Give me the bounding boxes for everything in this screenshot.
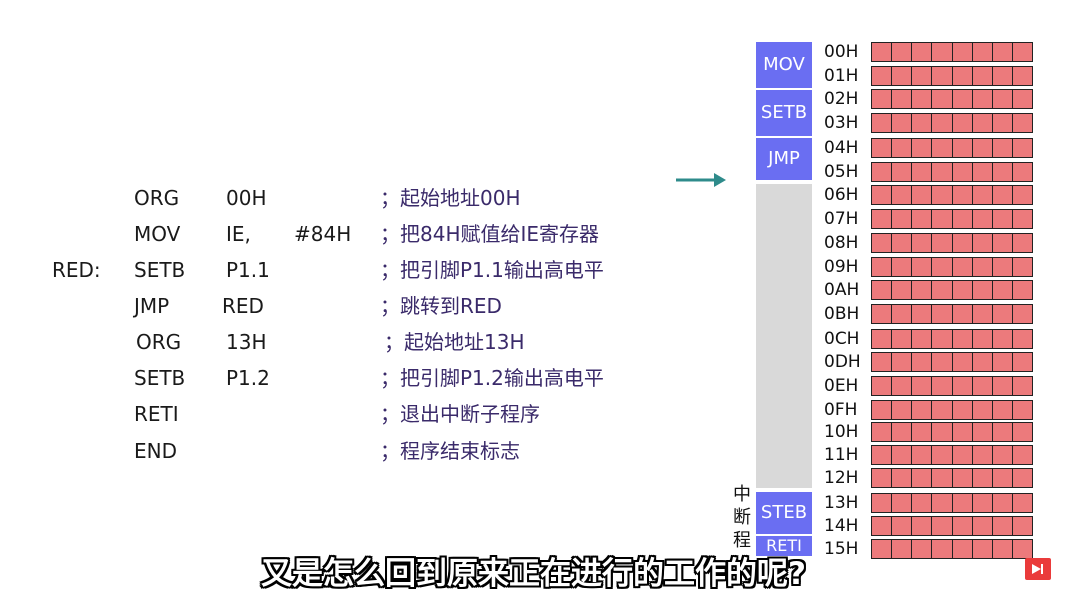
code-line: END ；程序结束标志	[0, 433, 680, 469]
memory-row	[871, 352, 1033, 372]
address-label: 04H	[824, 138, 859, 158]
code-comment: ；把引脚P1.1输出高电平	[380, 258, 604, 282]
code-arg2: #84H	[294, 222, 352, 246]
code-op: RETI	[134, 402, 179, 426]
instr-block-reti: RETI	[756, 536, 812, 556]
code-line: ORG 00H ；起始地址00H	[0, 180, 680, 216]
memory-row	[871, 422, 1033, 442]
code-comment: ；把引脚P1.2输出高电平	[380, 366, 604, 390]
memory-row	[871, 42, 1033, 62]
address-label: 0CH	[824, 329, 860, 349]
address-label: 11H	[824, 445, 859, 465]
address-label: 07H	[824, 209, 859, 229]
code-comment: ；把84H赋值给IE寄存器	[380, 222, 600, 246]
address-label: 00H	[824, 42, 859, 62]
address-label: 02H	[824, 89, 859, 109]
code-comment: ；跳转到RED	[380, 294, 502, 318]
address-label: 08H	[824, 233, 859, 253]
instruction-stack: MOV SETB JMP STEB RETI	[756, 40, 812, 556]
subtitle-caption: 又是怎么回到原来正在进行的工作的呢?	[261, 556, 806, 592]
memory-row	[871, 400, 1033, 420]
code-arg: P1.2	[226, 366, 270, 390]
skip-next-icon	[1032, 564, 1043, 574]
play-next-button[interactable]	[1025, 558, 1051, 580]
memory-row	[871, 113, 1033, 133]
code-line: MOV IE, #84H ；把84H赋值给IE寄存器	[0, 216, 680, 252]
code-op: MOV	[134, 222, 181, 246]
code-line: RETI ；退出中断子程序	[0, 396, 680, 432]
code-comment: ；起始地址00H	[380, 186, 521, 210]
address-label: 0AH	[824, 280, 860, 300]
memory-row	[871, 162, 1033, 182]
code-op: SETB	[134, 366, 186, 390]
instr-block-mov: MOV	[756, 42, 812, 88]
memory-row	[871, 468, 1033, 488]
side-label-char: 中	[733, 484, 751, 505]
code-line: RED: SETB P1.1 ；把引脚P1.1输出高电平	[0, 252, 680, 288]
code-arg: P1.1	[226, 258, 270, 282]
memory-row	[871, 257, 1033, 277]
memory-row	[871, 493, 1033, 513]
code-op: END	[134, 439, 177, 463]
address-label: 14H	[824, 516, 859, 536]
code-arg: 00H	[226, 186, 267, 210]
code-comment: ；起始地址13H	[384, 330, 525, 354]
address-label: 05H	[824, 162, 859, 182]
memory-row	[871, 329, 1033, 349]
memory-row	[871, 233, 1033, 253]
address-label: 15H	[824, 539, 859, 559]
code-op: SETB	[134, 258, 186, 282]
code-comment: ；程序结束标志	[380, 439, 520, 463]
memory-row	[871, 376, 1033, 396]
address-label: 0EH	[824, 376, 859, 396]
code-comment: ；退出中断子程序	[380, 402, 540, 426]
code-arg: RED	[222, 294, 264, 318]
memory-row	[871, 89, 1033, 109]
address-label: 0FH	[824, 400, 858, 420]
code-op: JMP	[134, 294, 170, 318]
address-label: 10H	[824, 422, 859, 442]
address-label: 13H	[824, 493, 859, 513]
code-label: RED:	[52, 258, 101, 282]
arrow-right-icon	[676, 173, 726, 187]
code-line: JMP RED ；跳转到RED	[0, 288, 680, 324]
memory-row	[871, 304, 1033, 324]
address-label: 0DH	[824, 352, 861, 372]
side-label-char: 程	[733, 530, 751, 551]
instr-block-setb: SETB	[756, 90, 812, 136]
code-op: ORG	[136, 330, 182, 354]
code-arg: 13H	[226, 330, 267, 354]
memory-row	[871, 66, 1033, 86]
memory-row	[871, 539, 1033, 559]
memory-row	[871, 280, 1033, 300]
address-label: 03H	[824, 113, 859, 133]
side-label-char: 断	[733, 507, 751, 528]
address-label: 01H	[824, 66, 859, 86]
address-label: 12H	[824, 468, 859, 488]
memory-row	[871, 185, 1033, 205]
memory-gap	[756, 184, 812, 488]
instr-block-jmp: JMP	[756, 138, 812, 180]
memory-row	[871, 209, 1033, 229]
code-line: SETB P1.2 ；把引脚P1.2输出高电平	[0, 360, 680, 396]
code-op: ORG	[134, 186, 180, 210]
address-label: 09H	[824, 257, 859, 277]
instr-block-steb: STEB	[756, 492, 812, 534]
memory-row	[871, 516, 1033, 536]
memory-row	[871, 445, 1033, 465]
memory-row	[871, 138, 1033, 158]
code-line: ORG 13H ；起始地址13H	[0, 324, 680, 360]
address-label: 0BH	[824, 304, 860, 324]
code-arg: IE,	[226, 222, 251, 246]
address-label: 06H	[824, 185, 859, 205]
